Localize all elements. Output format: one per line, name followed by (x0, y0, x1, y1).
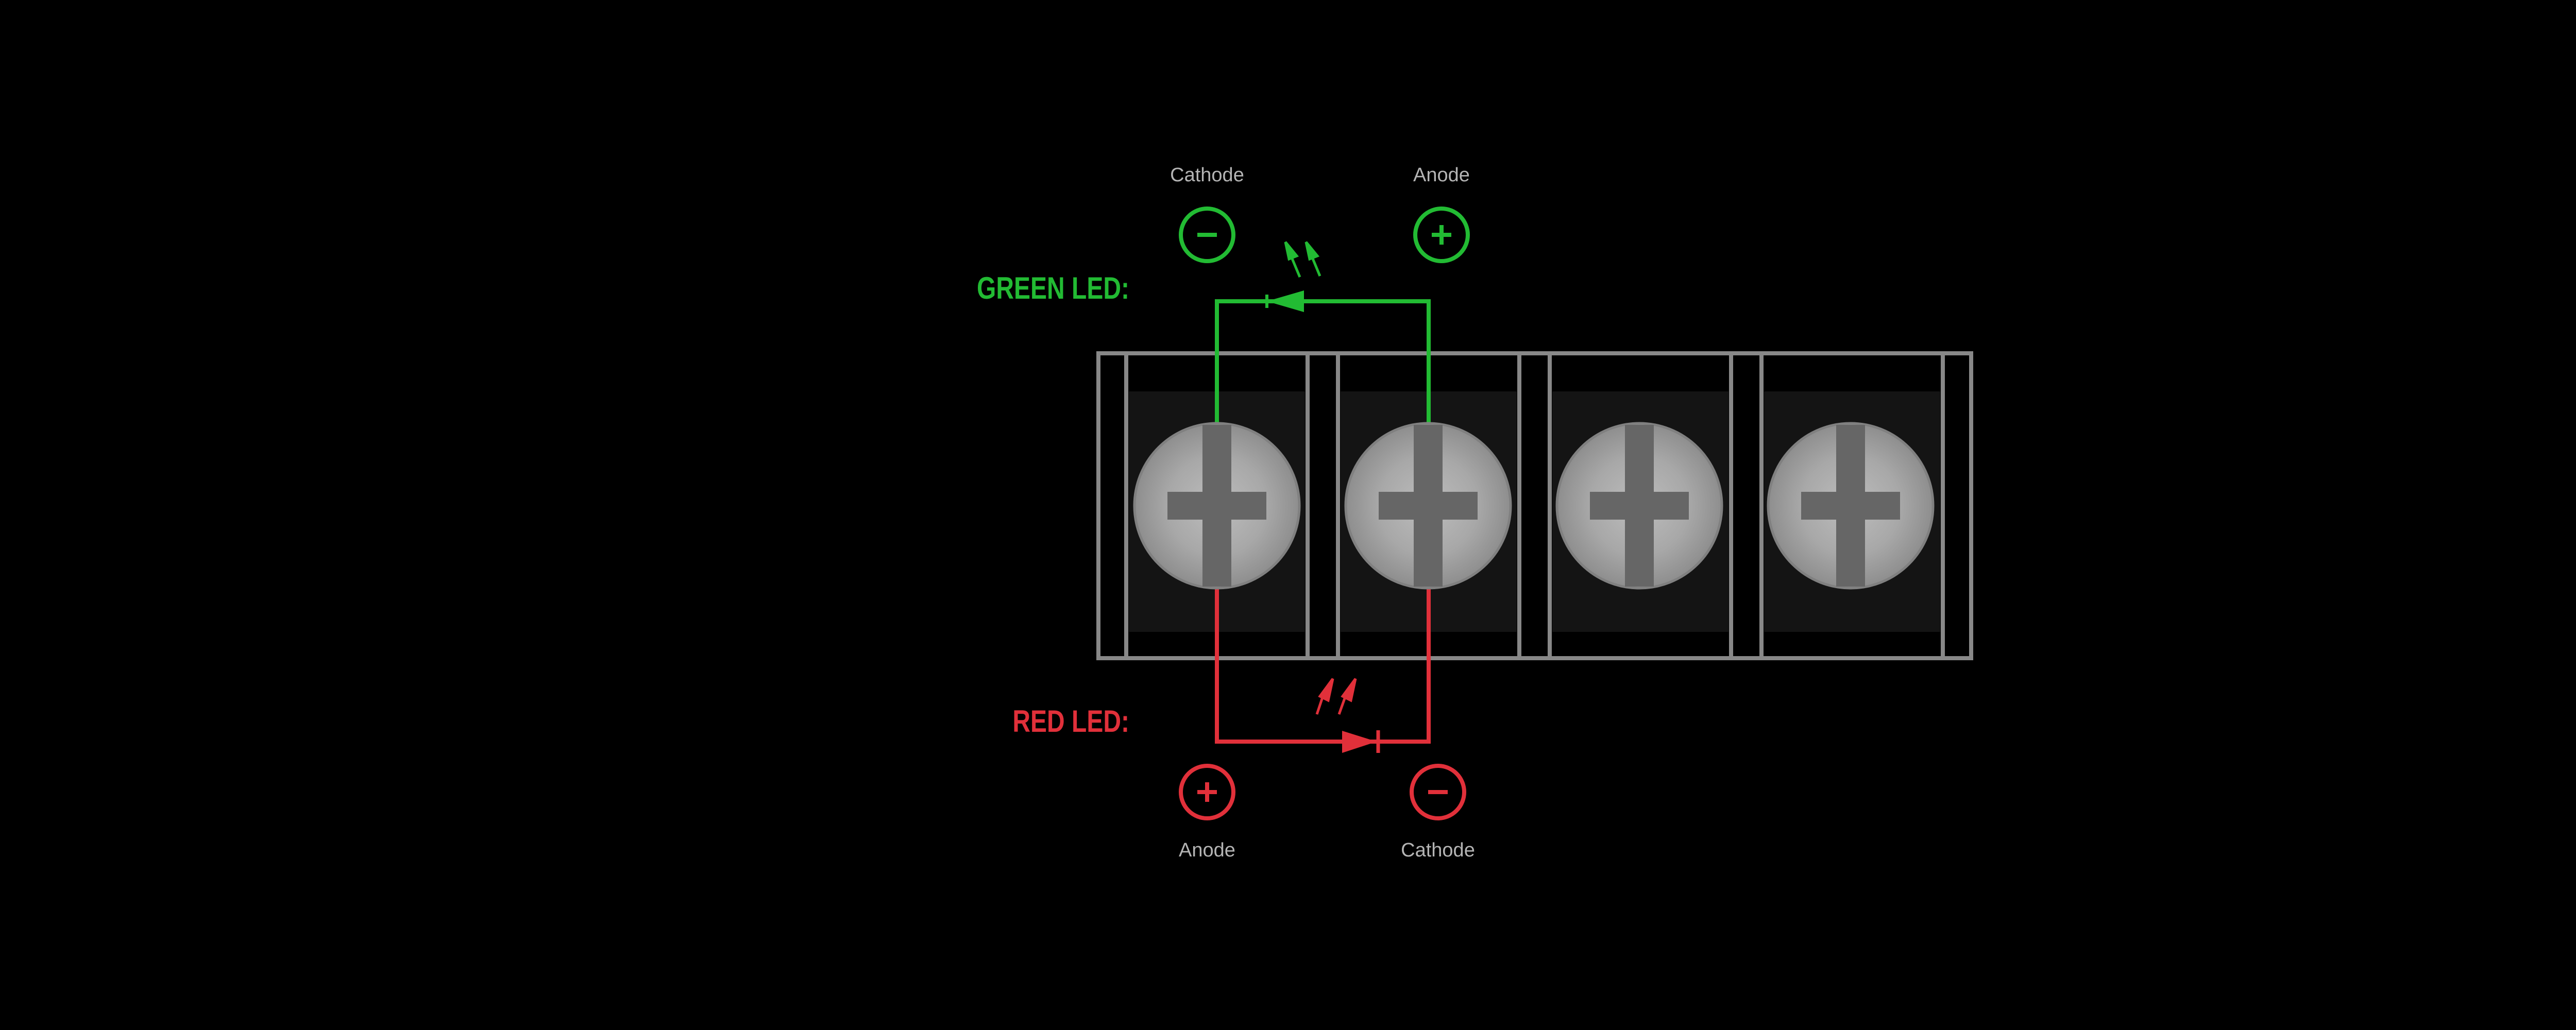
red-cathode-label: Cathode (1401, 839, 1475, 861)
screw-1 (1133, 422, 1301, 590)
screws (1133, 422, 1935, 590)
screw-3 (1555, 422, 1723, 590)
green-cathode-label: Cathode (1170, 164, 1244, 186)
plus-icon (1179, 764, 1235, 820)
red-led-title: RED LED: (1012, 704, 1129, 739)
screw-4 (1767, 422, 1935, 590)
screw-slot-horizontal (1167, 492, 1266, 520)
minus-icon (1179, 207, 1235, 263)
screw-slot-horizontal (1590, 492, 1689, 520)
green-light-arrows-icon (1284, 241, 1321, 278)
red-light-arrows-icon (1315, 678, 1357, 715)
red-anode-label: Anode (1179, 839, 1235, 861)
minus-icon (1410, 764, 1466, 820)
terminal-dividers (1124, 353, 1945, 658)
green-diode-symbol (1265, 290, 1304, 312)
green-led-circuit (1215, 299, 1431, 427)
red-diode-symbol (1342, 730, 1380, 753)
screw-slot-horizontal (1801, 492, 1900, 520)
green-anode-label: Anode (1413, 164, 1470, 186)
screw-2 (1344, 422, 1512, 590)
screw-slot-horizontal (1379, 492, 1478, 520)
green-led-title: GREEN LED: (977, 271, 1129, 305)
red-led-circuit (1215, 582, 1431, 744)
plus-icon (1413, 207, 1470, 263)
